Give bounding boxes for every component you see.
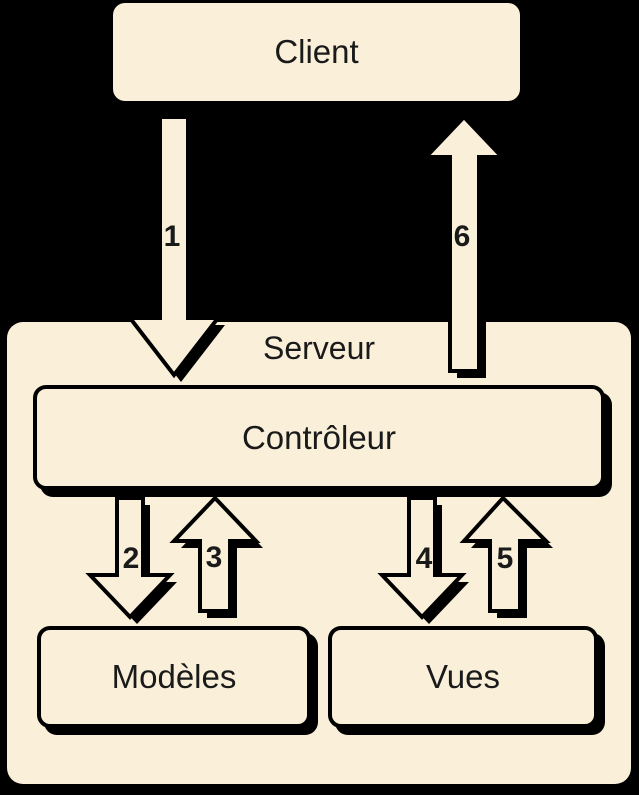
arrow-label-6: 6 bbox=[454, 220, 471, 253]
controller-label: Contrôleur bbox=[241, 418, 397, 456]
arrow-label-1: 1 bbox=[164, 220, 181, 253]
client-node: Client bbox=[113, 3, 520, 101]
controller-node: Contrôleur bbox=[33, 385, 605, 490]
client-label: Client bbox=[274, 33, 359, 70]
views-node: Vues bbox=[328, 626, 598, 728]
server-label: Serveur bbox=[262, 330, 376, 366]
views-label: Vues bbox=[426, 658, 500, 695]
models-label: Modèles bbox=[111, 658, 237, 695]
models-node: Modèles bbox=[37, 626, 311, 728]
